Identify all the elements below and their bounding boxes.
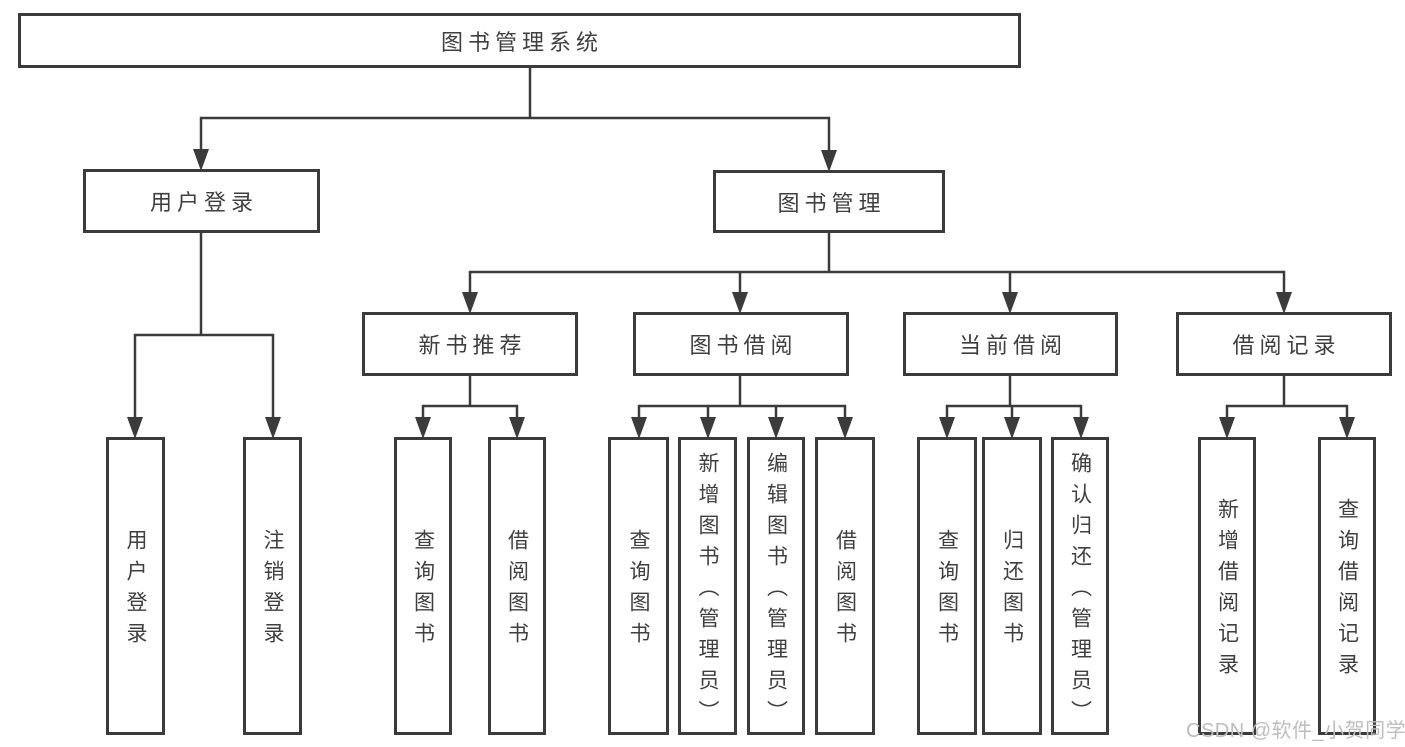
connector-book-borrow-to-leaves — [631, 376, 853, 439]
leaf-query-books-current-label: 查询图书 — [935, 529, 959, 653]
leaf-edit-book-admin-label: 编辑图书（管理员） — [764, 451, 788, 731]
leaf-add-book-admin: 新增图书（管理员） — [678, 437, 737, 735]
leaf-logout-label: 注销登录 — [261, 529, 284, 653]
leaf-user-login-label: 用户登录 — [124, 529, 147, 653]
csdn-watermark: CSDN @软件_小贺同学 — [1186, 720, 1405, 742]
leaf-borrow-books-recommend-label: 借阅图书 — [505, 529, 529, 653]
leaf-query-borrow-record: 查询借阅记录 — [1318, 437, 1376, 735]
node-current-borrow-label: 当前借阅 — [958, 333, 1067, 358]
leaf-edit-book-admin: 编辑图书（管理员） — [747, 437, 805, 735]
connector-book-management-to-level3 — [462, 233, 1292, 314]
connector-current-borrow-to-leaves — [939, 376, 1089, 439]
node-root-label: 图书管理系统 — [440, 29, 603, 55]
node-user-login-label: 用户登录 — [149, 190, 258, 215]
leaf-query-books-recommend: 查询图书 — [394, 437, 452, 735]
leaf-confirm-return-admin: 确认归还（管理员） — [1051, 437, 1109, 735]
leaf-return-book: 归还图书 — [982, 437, 1042, 735]
leaf-query-books-borrow: 查询图书 — [608, 437, 669, 735]
node-current-borrow: 当前借阅 — [903, 312, 1118, 376]
connector-new-book-recommend-to-leaves — [415, 376, 525, 439]
node-new-book-recommend-label: 新书推荐 — [418, 333, 527, 358]
leaf-add-book-admin-label: 新增图书（管理员） — [696, 451, 719, 731]
leaf-return-book-label: 归还图书 — [1000, 529, 1024, 653]
node-book-management-label: 图书管理 — [777, 190, 886, 216]
leaf-query-books-current: 查询图书 — [917, 437, 977, 735]
leaf-add-borrow-record-label: 新增借阅记录 — [1215, 498, 1239, 684]
leaf-borrow-books-recommend: 借阅图书 — [488, 437, 546, 735]
leaf-confirm-return-admin-label: 确认归还（管理员） — [1068, 451, 1092, 731]
leaf-logout: 注销登录 — [243, 437, 302, 735]
node-borrow-records-label: 借阅记录 — [1232, 333, 1341, 358]
connector-root-to-level2 — [193, 68, 837, 172]
node-book-borrow: 图书借阅 — [633, 312, 849, 376]
leaf-add-borrow-record: 新增借阅记录 — [1198, 437, 1256, 735]
node-root: 图书管理系统 — [18, 13, 1021, 68]
connector-user-login-to-leaves — [127, 233, 281, 439]
connector-borrow-records-to-leaves — [1219, 376, 1355, 439]
leaf-query-borrow-record-label: 查询借阅记录 — [1335, 498, 1359, 684]
node-book-borrow-label: 图书借阅 — [689, 333, 798, 358]
node-borrow-records: 借阅记录 — [1176, 312, 1392, 376]
node-user-login: 用户登录 — [83, 169, 320, 233]
leaf-query-books-recommend-label: 查询图书 — [411, 529, 435, 653]
leaf-query-books-borrow-label: 查询图书 — [627, 529, 650, 653]
node-book-management: 图书管理 — [713, 170, 945, 233]
leaf-borrow-books: 借阅图书 — [815, 437, 875, 735]
leaf-user-login: 用户登录 — [106, 437, 165, 735]
leaf-borrow-books-label: 借阅图书 — [833, 529, 857, 653]
node-new-book-recommend: 新书推荐 — [362, 312, 578, 376]
